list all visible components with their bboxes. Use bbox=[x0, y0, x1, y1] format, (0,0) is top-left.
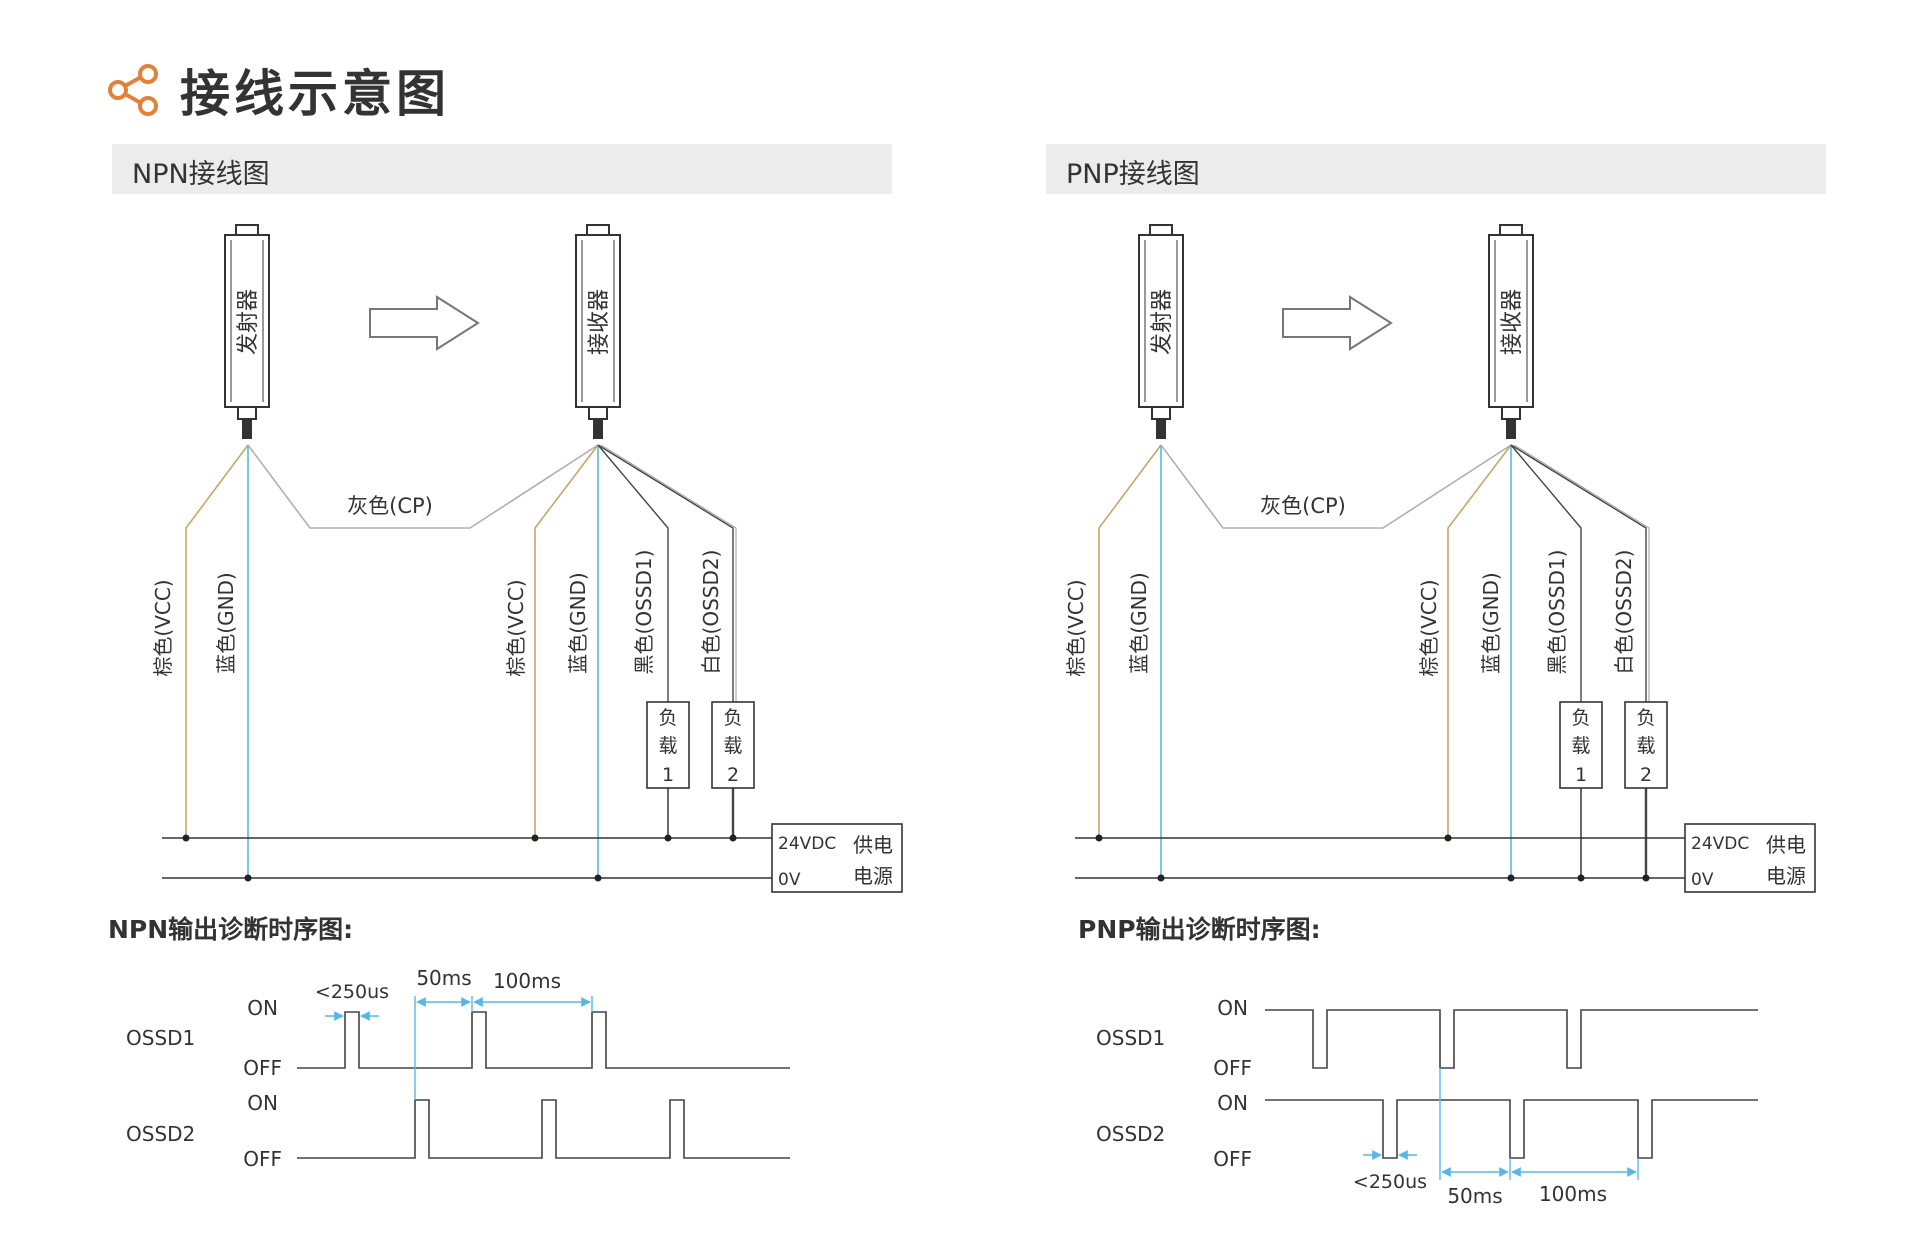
npn-section-bar: NPN接线图 bbox=[112, 144, 892, 194]
npn-wiring: 发射器 接收器 负 载 1 负 载 2 bbox=[151, 224, 903, 893]
npn-psu-label-2: 电源 bbox=[853, 864, 893, 888]
npn-off-label: OFF bbox=[243, 1056, 282, 1080]
npn-load-1-label: 载 bbox=[658, 735, 677, 757]
npn-on-label: ON bbox=[247, 996, 278, 1020]
pnp-receiver-device: 接收器 bbox=[1488, 224, 1534, 439]
pnp-on-label: ON bbox=[1217, 996, 1248, 1020]
pnp-psu-label-2: 电源 bbox=[1766, 864, 1806, 888]
npn-pulse-label: <250us bbox=[315, 981, 389, 1003]
pnp-psu-24v: 24VDC bbox=[1691, 834, 1749, 854]
npn-timing-diagram: NPN输出诊断时序图: OSSD1 OSSD2 ON OFF ON OFF <2… bbox=[108, 915, 790, 1171]
pnp-wire-label: 蓝色(GND) bbox=[1479, 572, 1503, 673]
npn-wire-label: 蓝色(GND) bbox=[214, 572, 238, 673]
npn-ossd1-waveform bbox=[297, 1011, 790, 1069]
pnp-psu-0v: 0V bbox=[1691, 870, 1714, 890]
pnp-ossd2-label: OSSD2 bbox=[1096, 1122, 1165, 1146]
pnp-load-2-label: 负 bbox=[1636, 707, 1655, 729]
pnp-wire-label: 蓝色(GND) bbox=[1127, 572, 1151, 673]
npn-wire-label: 棕色(VCC) bbox=[151, 579, 175, 676]
npn-load-1-label: 1 bbox=[662, 764, 674, 786]
pnp-timing-title: PNP输出诊断时序图: bbox=[1078, 915, 1321, 944]
npn-on-label: ON bbox=[247, 1091, 278, 1115]
pnp-ossd1-waveform bbox=[1265, 1009, 1758, 1069]
npn-gap1-label: 50ms bbox=[416, 966, 471, 990]
share-icon bbox=[108, 64, 158, 116]
npn-load-2-label: 载 bbox=[723, 735, 742, 757]
pnp-load-2-label: 载 bbox=[1636, 735, 1655, 757]
npn-emitter-label: 发射器 bbox=[236, 289, 261, 355]
npn-wire-label: 蓝色(GND) bbox=[566, 572, 590, 673]
npn-timing-title: NPN输出诊断时序图: bbox=[108, 915, 353, 944]
npn-load-1 bbox=[646, 701, 690, 789]
npn-ossd1-label: OSSD1 bbox=[126, 1026, 195, 1050]
pnp-off-label: OFF bbox=[1213, 1056, 1252, 1080]
npn-ossd2-waveform bbox=[297, 1099, 790, 1159]
npn-ossd2-label: OSSD2 bbox=[126, 1122, 195, 1146]
pnp-gap2-label: 100ms bbox=[1539, 1182, 1607, 1206]
npn-load-2-label: 2 bbox=[727, 764, 739, 786]
npn-power-supply bbox=[771, 823, 903, 893]
pnp-wire-label: 棕色(VCC) bbox=[1417, 579, 1441, 676]
pnp-section-title: PNP接线图 bbox=[1066, 159, 1200, 190]
pnp-ossd2-waveform bbox=[1265, 1099, 1758, 1159]
npn-emitter-device: 发射器 bbox=[224, 224, 270, 439]
pnp-receiver-label: 接收器 bbox=[1500, 289, 1525, 355]
pnp-load-1 bbox=[1559, 701, 1603, 789]
pnp-emitter-label: 发射器 bbox=[1150, 289, 1175, 355]
pnp-ossd1-label: OSSD1 bbox=[1096, 1026, 1165, 1050]
pnp-wire-label: 白色(OSSD2) bbox=[1612, 550, 1636, 675]
npn-load-2 bbox=[711, 701, 755, 789]
npn-load-2-label: 负 bbox=[723, 707, 742, 729]
pnp-off-label: OFF bbox=[1213, 1147, 1252, 1171]
pnp-power-supply bbox=[1684, 823, 1816, 893]
npn-direction-arrow bbox=[369, 295, 480, 351]
npn-wire-label: 棕色(VCC) bbox=[504, 579, 528, 676]
pnp-section-bar: PNP接线图 bbox=[1046, 144, 1826, 194]
page-title: 接线示意图 bbox=[180, 65, 450, 123]
pnp-load-2 bbox=[1624, 701, 1668, 789]
npn-receiver-device: 接收器 bbox=[575, 224, 621, 439]
npn-section-title: NPN接线图 bbox=[132, 159, 270, 190]
pnp-load-1-label: 1 bbox=[1575, 764, 1587, 786]
pnp-gray-wire-label: 灰色(CP) bbox=[1260, 494, 1346, 518]
npn-psu-0v: 0V bbox=[778, 870, 801, 890]
pnp-direction-arrow bbox=[1282, 295, 1393, 351]
npn-receiver-label: 接收器 bbox=[587, 289, 612, 355]
npn-gray-wire-label: 灰色(CP) bbox=[347, 494, 433, 518]
pnp-pulse-label: <250us bbox=[1353, 1171, 1427, 1193]
pnp-gap1-label: 50ms bbox=[1447, 1184, 1502, 1208]
npn-psu-label-1: 供电 bbox=[853, 833, 893, 857]
npn-wire-label: 白色(OSSD2) bbox=[699, 550, 723, 675]
npn-psu-24v: 24VDC bbox=[778, 834, 836, 854]
pnp-load-1-label: 负 bbox=[1571, 707, 1590, 729]
pnp-emitter-device: 发射器 bbox=[1138, 224, 1184, 439]
pnp-psu-label-1: 供电 bbox=[1766, 833, 1806, 857]
npn-gap2-label: 100ms bbox=[493, 969, 561, 993]
page-header: 接线示意图 bbox=[106, 60, 450, 123]
pnp-load-2-label: 2 bbox=[1640, 764, 1652, 786]
pnp-wiring: 发射器 接收器 负 载 1 负 载 2 bbox=[1064, 224, 1816, 893]
pnp-wire-label: 黑色(OSSD1) bbox=[1545, 550, 1569, 675]
npn-load-1-label: 负 bbox=[658, 707, 677, 729]
npn-off-label: OFF bbox=[243, 1147, 282, 1171]
pnp-wire-label: 棕色(VCC) bbox=[1064, 579, 1088, 676]
npn-wire-label: 黑色(OSSD1) bbox=[632, 550, 656, 675]
pnp-load-1-label: 载 bbox=[1571, 735, 1590, 757]
pnp-on-label: ON bbox=[1217, 1091, 1248, 1115]
pnp-timing-diagram: PNP输出诊断时序图: OSSD1 OSSD2 ON OFF ON OFF <2… bbox=[1078, 915, 1758, 1208]
